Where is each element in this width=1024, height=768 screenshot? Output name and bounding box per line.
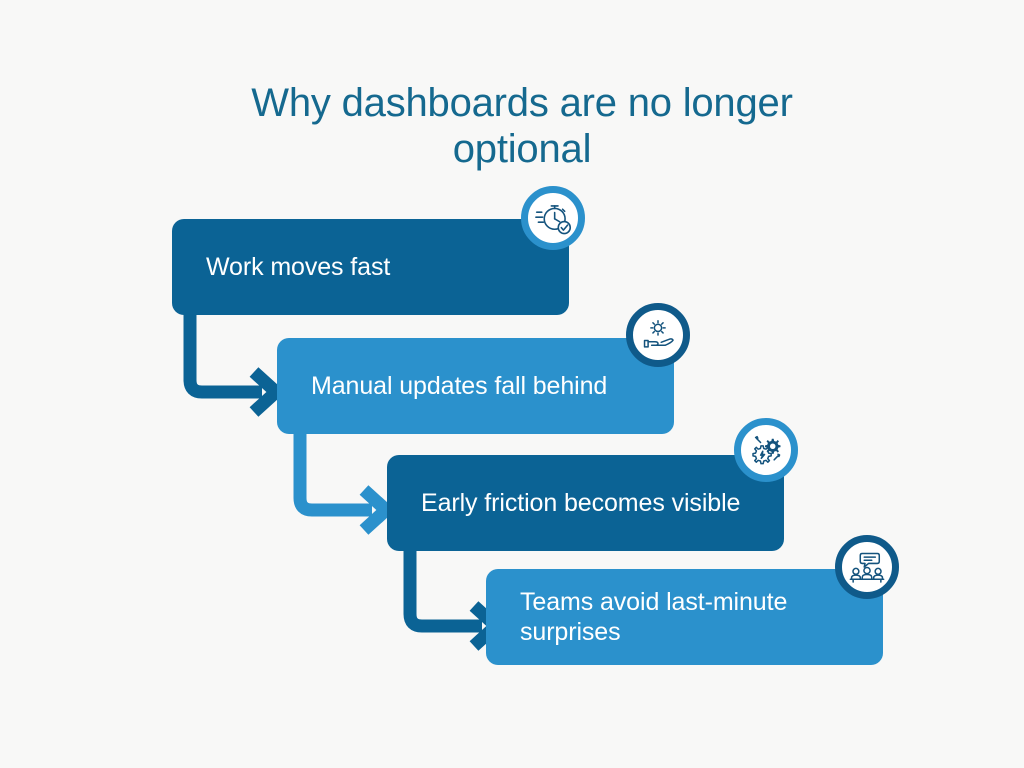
step-box-3[interactable]: Early friction becomes visible [387, 455, 784, 551]
page-title: Why dashboards are no longer optional [251, 81, 793, 172]
connector-2-to-3-line [293, 430, 372, 517]
step-label-3: Early friction becomes visible [421, 488, 741, 517]
step-label-2: Manual updates fall behind [311, 371, 608, 400]
connector-1-to-2 [172, 312, 292, 417]
hand-holding-gear-icon [626, 303, 690, 367]
connector-1-to-2-arrowhead [249, 367, 286, 417]
step-label-1: Work moves fast [206, 252, 391, 281]
step-label-4: Teams avoid last-minute surprises [520, 587, 788, 647]
step-box-4[interactable]: Teams avoid last-minute surprises [486, 569, 883, 665]
connector-3-to-4-line [403, 546, 482, 633]
team-meeting-chat-icon [835, 535, 899, 599]
stopwatch-check-icon [521, 186, 585, 250]
step-box-2[interactable]: Manual updates fall behind [277, 338, 674, 434]
step-box-1[interactable]: Work moves fast [172, 219, 569, 315]
connector-2-to-3-arrowhead [359, 485, 396, 535]
connector-2-to-3 [282, 430, 402, 535]
gears-lightning-icon [734, 418, 798, 482]
connector-1-to-2-line [183, 312, 262, 399]
